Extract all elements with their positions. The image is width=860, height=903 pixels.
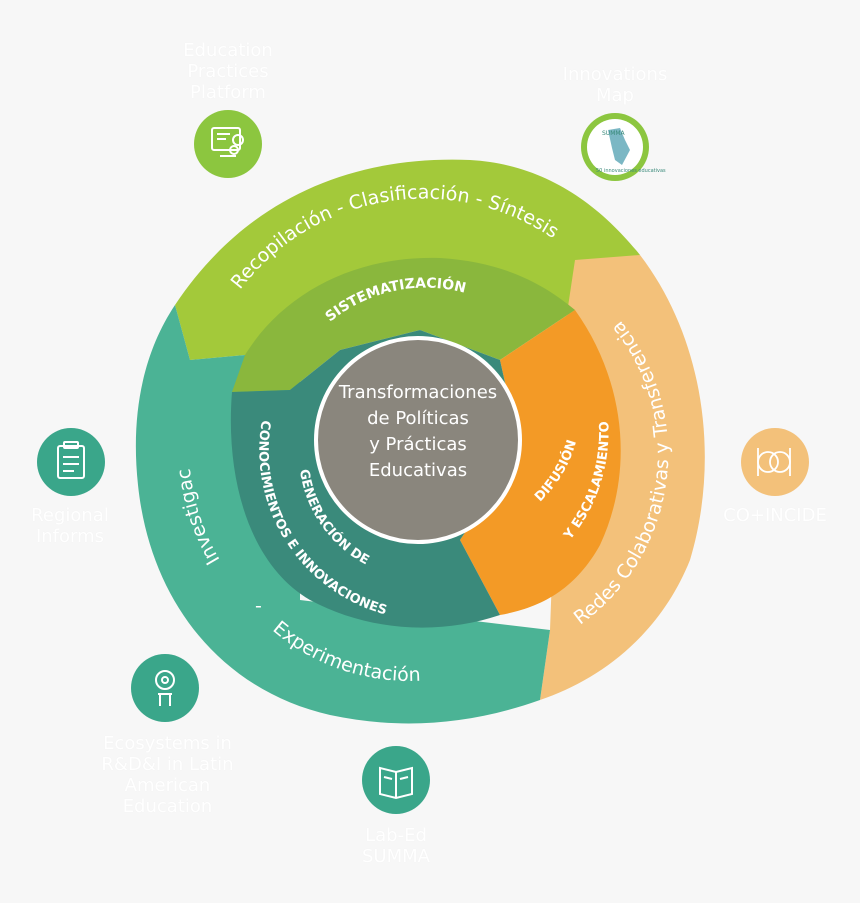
node-coincide[interactable] bbox=[741, 428, 809, 496]
center-title: Transformaciones de Políticas y Práctica… bbox=[338, 382, 498, 481]
gear-person-icon bbox=[155, 670, 175, 706]
inner-segment-right bbox=[460, 310, 621, 615]
node-innovations-map[interactable]: SUMMA 50 innovaciones educativas bbox=[581, 113, 666, 181]
inner-segment-top bbox=[232, 257, 575, 392]
outer-left-dash: - bbox=[255, 595, 262, 617]
node-label-ecosystems: Ecosystems in R&D&I in Latin American Ed… bbox=[101, 733, 234, 817]
book-icon bbox=[379, 766, 413, 800]
node-ecosystems[interactable] bbox=[131, 654, 199, 722]
map-icon: SUMMA 50 innovaciones educativas bbox=[596, 128, 666, 174]
node-label-innovations-map: Innovations Map bbox=[562, 64, 668, 106]
node-label-coincide: CO+INCIDE bbox=[723, 505, 827, 526]
map-brand: SUMMA bbox=[602, 130, 626, 137]
node-label-lab-ed: Lab-Ed SUMMA bbox=[362, 825, 430, 867]
node-lab-ed[interactable] bbox=[362, 746, 430, 814]
node-regional-informs[interactable] bbox=[37, 428, 105, 496]
platform-icon bbox=[211, 127, 244, 157]
node-label-regional-informs: Regional Informs bbox=[31, 505, 109, 547]
coincide-icon bbox=[757, 448, 791, 476]
center-circle bbox=[314, 336, 522, 544]
clipboard-icon bbox=[57, 441, 85, 479]
map-caption: 50 innovaciones educativas bbox=[596, 168, 666, 174]
node-label-platform: Education Practices Platform bbox=[183, 40, 273, 103]
node-platform[interactable] bbox=[194, 110, 262, 178]
